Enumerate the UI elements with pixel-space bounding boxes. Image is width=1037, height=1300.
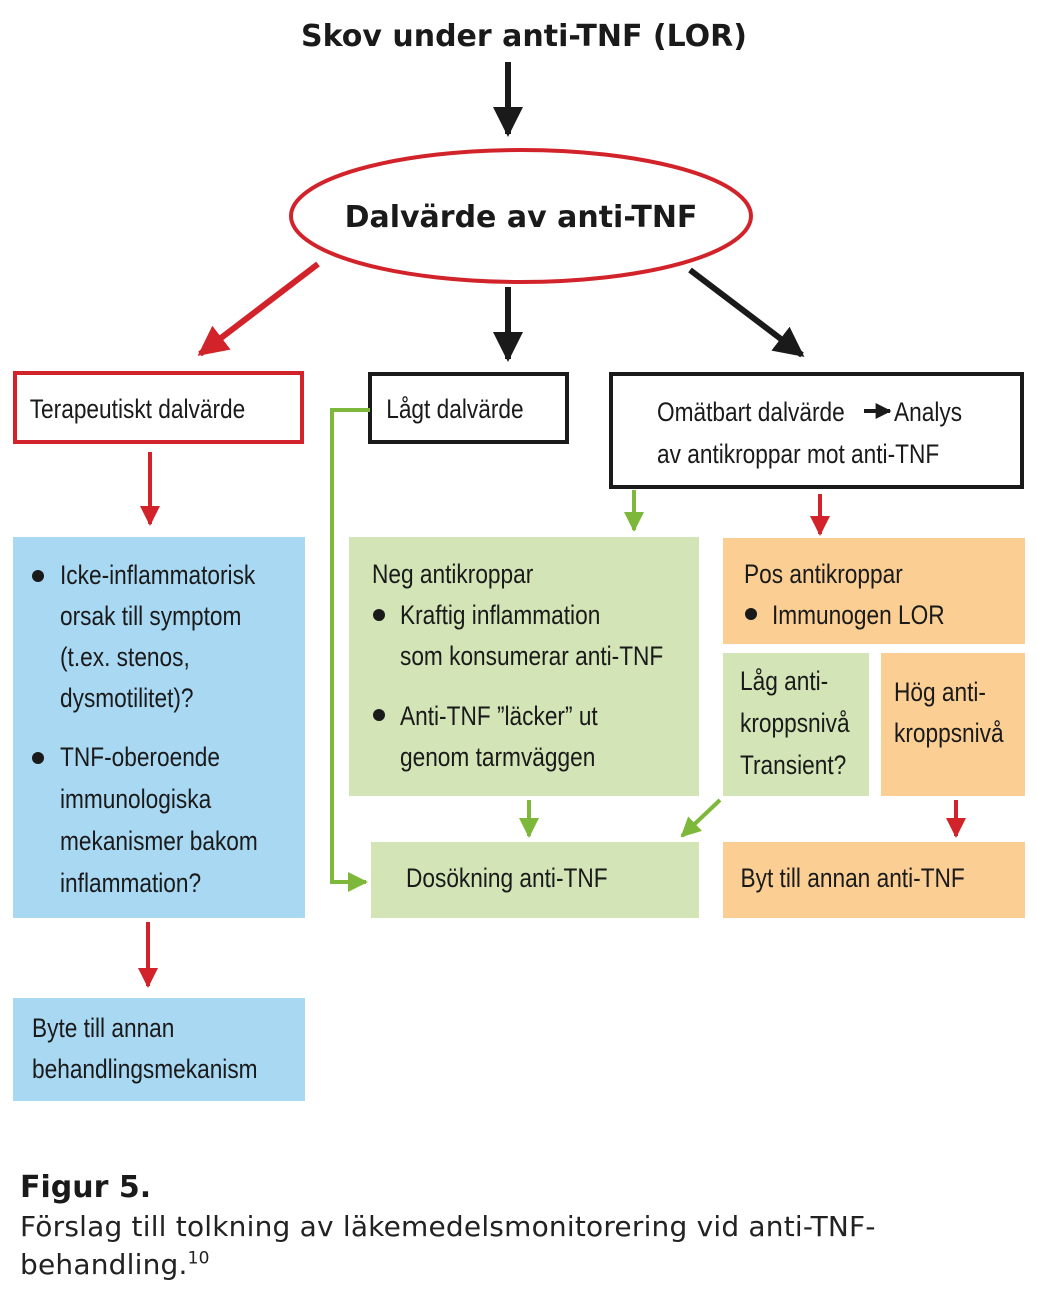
- unmeasurable-line1: Omätbart dalvärde: [657, 397, 845, 427]
- trough-level-label: Dalvärde av anti-TNF: [345, 200, 698, 235]
- dose-increase-label: Dosökning anti-TNF: [406, 863, 608, 893]
- blue-bullet1-line2: orsak till symptom: [60, 601, 241, 631]
- bullet: [745, 608, 757, 620]
- bullet: [373, 709, 385, 721]
- therapeutic-trough-label: Terapeutiskt dalvärde: [30, 394, 245, 424]
- unmeasurable-line2: av antikroppar mot anti-TNF: [657, 439, 939, 469]
- blue-bullet1-line3: (t.ex. stenos,: [60, 642, 190, 672]
- trough-level-ellipse: [289, 148, 753, 284]
- neg-bullet2-line1: Anti-TNF ”läcker” ut: [400, 701, 598, 731]
- switch-anti-tnf-box: [723, 842, 1025, 918]
- blue-bullet2-line4: inflammation?: [60, 868, 201, 898]
- pos-bullet1: Immunogen LOR: [772, 600, 945, 630]
- positive-antibodies-box: [723, 538, 1025, 644]
- arrow-to-unmeasurable: [688, 267, 805, 358]
- unmeasurable-line1b: Analys: [894, 397, 962, 427]
- neg-heading: Neg antikroppar: [372, 559, 533, 589]
- non-inflammatory-box: [13, 537, 305, 918]
- blue-bullet2-line1: TNF-oberoende: [60, 742, 220, 772]
- bullet: [32, 570, 44, 582]
- dose-increase-box: [371, 842, 699, 918]
- arrow-low-to-dose: [330, 408, 370, 892]
- therapeutic-trough-box: [13, 371, 304, 444]
- low-trough-label: Lågt dalvärde: [386, 394, 523, 424]
- neg-bullet2-line2: genom tarmväggen: [400, 742, 595, 772]
- switch-mechanism-box: [13, 998, 305, 1101]
- bullet: [32, 752, 44, 764]
- negative-antibodies-box: [349, 537, 699, 796]
- blue-bullet1-line4: dysmotilitet)?: [60, 683, 194, 713]
- switch-anti-tnf-label: Byt till annan anti-TNF: [741, 863, 965, 893]
- high-ab-line2: kroppsnivå: [894, 718, 1004, 748]
- pos-heading: Pos antikroppar: [744, 559, 903, 589]
- bullet: [373, 609, 385, 621]
- switch-mechanism-line1: Byte till annan: [32, 1013, 174, 1043]
- figure-description-text: Förslag till tolkning av läkemedelsmonit…: [20, 1210, 876, 1281]
- neg-bullet1-line2: som konsumerar anti-TNF: [400, 641, 663, 671]
- high-antibody-level-box: [881, 653, 1025, 796]
- arrow-low-ab-to-dose: [680, 798, 722, 838]
- reference-number: 10: [187, 1248, 210, 1269]
- blue-bullet2-line2: immunologiska: [60, 784, 211, 814]
- figure-description: Förslag till tolkning av läkemedelsmonit…: [20, 1208, 1020, 1284]
- low-ab-line3: Transient?: [740, 750, 846, 780]
- blue-bullet2-line3: mekanismer bakom: [60, 826, 258, 856]
- unmeasurable-trough-box: [609, 372, 1024, 489]
- high-ab-line1: Hög anti-: [894, 677, 986, 707]
- low-ab-line1: Låg anti-: [740, 666, 828, 696]
- blue-bullet1-line1: Icke-inflammatorisk: [60, 560, 256, 590]
- low-ab-line2: kroppsnivå: [740, 708, 850, 738]
- diagram-title: Skov under anti-TNF (LOR): [301, 19, 747, 54]
- low-antibody-level-box: [723, 653, 869, 796]
- switch-mechanism-line2: behandlingsmekanism: [32, 1054, 258, 1084]
- figure-label: Figur 5.: [20, 1170, 152, 1205]
- arrow-to-therapeutic: [197, 261, 320, 357]
- figure-caption: Figur 5. Förslag till tolkning av läkeme…: [20, 1168, 1020, 1284]
- neg-bullet1-line1: Kraftig inflammation: [400, 600, 600, 630]
